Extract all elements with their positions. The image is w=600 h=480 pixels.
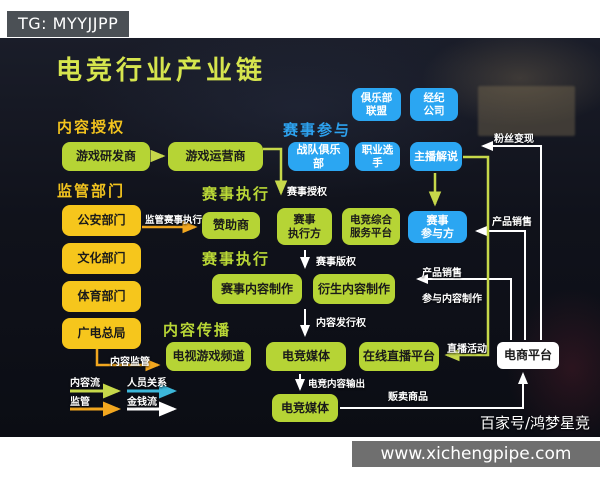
node-sports-dept: 体育部门 [62, 281, 141, 312]
edge-label-content-distribution-rights: 内容发行权 [316, 318, 366, 329]
node-derivative-content-production: 衍生内容制作 [313, 274, 395, 304]
node-ecommerce-platform: 电商平台 [497, 342, 559, 369]
node-online-streaming-platform: 在线直播平台 [359, 342, 439, 371]
node-esports-service-platform: 电竞综合 服务平台 [342, 208, 400, 245]
edge-label-participate-content-production: 参与内容制作 [422, 294, 482, 305]
node-tv-game-channel: 电视游戏频道 [166, 342, 251, 371]
edge-label-event-licensing: 赛事授权 [287, 187, 327, 198]
heading-content-distribution: 内容传播 [163, 321, 232, 339]
tg-watermark-badge: TG: MYYJJPP [7, 11, 130, 37]
heading-event-execution-1: 赛事执行 [202, 185, 271, 203]
heading-regulators: 监管部门 [57, 182, 126, 200]
legend-label-supervision: 监管 [70, 397, 90, 408]
legend-label-personnel: 人员关系 [127, 378, 167, 389]
node-streamer-casters: 主播解说 [410, 142, 462, 171]
node-culture-dept: 文化部门 [62, 243, 141, 274]
node-club-alliance: 俱乐部 联盟 [352, 88, 401, 121]
edge-label-event-copyright: 赛事版权 [316, 257, 356, 268]
edge-label-live-streaming-events: 直播活动 [447, 344, 487, 355]
node-agency-company: 经纪 公司 [410, 88, 458, 121]
node-event-participant: 赛事 参与方 [408, 211, 467, 243]
website-watermark-bar: www.xichengpipe.com [352, 441, 600, 467]
edge-label-supervise-event: 监管赛事执行 [145, 215, 203, 226]
edge-label-sell-goods: 贩卖商品 [388, 392, 428, 403]
legend-label-money-flow: 金钱流 [127, 397, 157, 408]
heading-event-participation: 赛事参与 [283, 121, 352, 139]
node-esports-media-bottom: 电竞媒体 [272, 394, 338, 422]
legend-label-content-flow: 内容流 [70, 378, 100, 389]
node-team-club: 战队俱乐部 [288, 142, 349, 171]
node-event-content-production: 赛事内容制作 [212, 274, 302, 304]
page-title: 电竞行业产业链 [56, 56, 267, 86]
node-game-developer: 游戏研发商 [62, 142, 150, 171]
node-public-security-dept: 公安部门 [62, 205, 141, 236]
node-broadcast-tv-admin: 广电总局 [62, 318, 141, 349]
edge-label-product-sales-right: 产品销售 [492, 217, 532, 228]
heading-event-execution-2: 赛事执行 [202, 250, 271, 268]
node-esports-media-top: 电竞媒体 [266, 342, 346, 371]
edge-label-product-sales-mid: 产品销售 [422, 268, 462, 279]
edge-label-esports-content-output: 电竞内容输出 [308, 379, 366, 390]
node-sponsor: 赞助商 [202, 212, 260, 239]
source-watermark: 百家号/鸿梦星竞 [479, 414, 590, 432]
node-event-executor: 赛事 执行方 [277, 208, 332, 245]
edge-label-fan-monetization: 粉丝变现 [494, 134, 534, 145]
edge-label-content-supervision: 内容监管 [110, 357, 150, 368]
heading-content-license: 内容授权 [57, 118, 126, 136]
node-game-operator: 游戏运营商 [168, 142, 263, 171]
arena-screen [478, 86, 575, 136]
node-pro-players: 职业选手 [355, 142, 400, 171]
